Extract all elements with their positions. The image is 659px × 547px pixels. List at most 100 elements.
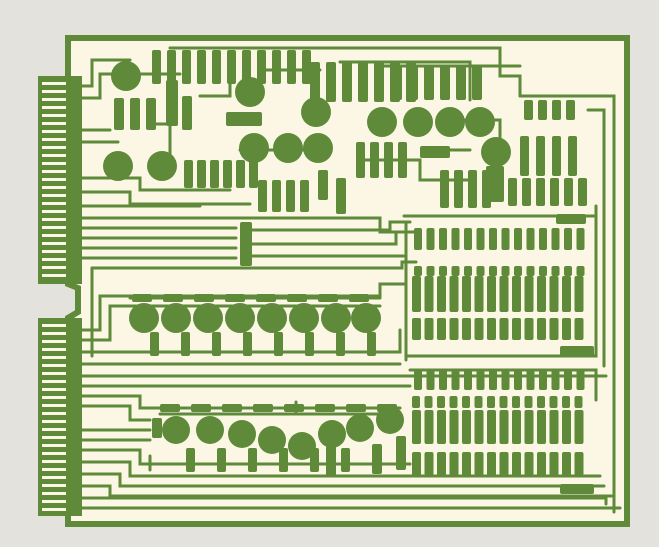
round-pad (346, 414, 374, 442)
pad (474, 318, 484, 340)
pad (454, 170, 463, 208)
round-pad (367, 107, 397, 137)
pad (257, 50, 266, 84)
connector-finger (42, 250, 66, 253)
pad (574, 318, 584, 340)
pad (150, 332, 159, 356)
pad (305, 332, 314, 356)
pad (524, 276, 534, 312)
pad (167, 50, 176, 84)
pad (487, 318, 496, 340)
pad (194, 294, 214, 302)
pad (408, 66, 418, 100)
pad (302, 50, 311, 84)
pad (130, 98, 140, 130)
connector-finger (42, 210, 66, 213)
trace (338, 60, 472, 102)
pad (249, 160, 258, 188)
pad (182, 96, 192, 130)
pad (539, 228, 547, 250)
connector-finger (42, 114, 66, 117)
pad (462, 396, 470, 408)
pad (537, 410, 546, 444)
connector-finger (42, 90, 66, 93)
round-pads (103, 61, 511, 460)
connector-finger (42, 324, 66, 327)
connector-finger (42, 356, 66, 359)
connector-finger (42, 348, 66, 351)
pad (539, 370, 547, 390)
pad (451, 228, 460, 250)
pad (356, 142, 365, 178)
pad (514, 370, 522, 390)
pad (524, 452, 534, 476)
round-pad (147, 151, 177, 181)
trace (404, 204, 598, 358)
pad (499, 318, 509, 340)
connector-finger (42, 258, 66, 261)
pad (512, 452, 521, 476)
pad (524, 396, 533, 408)
trace (586, 108, 606, 368)
pad (562, 318, 571, 340)
pad (501, 266, 510, 276)
pad (412, 410, 421, 444)
pad (212, 332, 221, 356)
pad (420, 146, 450, 158)
round-pad (239, 133, 269, 163)
pad (424, 66, 434, 100)
pad (549, 318, 559, 340)
round-pad (258, 426, 286, 454)
connector-finger (42, 194, 66, 197)
pad (576, 228, 585, 250)
pad (424, 410, 434, 444)
connector-finger (42, 492, 66, 495)
pad (426, 228, 435, 250)
pad (489, 228, 497, 250)
round-pad (289, 303, 319, 333)
connector-fingers-top (42, 82, 66, 277)
connector-finger (42, 460, 66, 463)
pad (564, 266, 572, 276)
round-pad (273, 133, 303, 163)
pad (225, 294, 245, 302)
pad (163, 294, 183, 302)
pad (464, 266, 472, 276)
round-pad (481, 137, 511, 167)
pad (487, 396, 495, 408)
round-pad (376, 406, 404, 434)
pad (560, 346, 594, 356)
pad (472, 66, 482, 100)
pad (342, 62, 352, 102)
pad (242, 50, 251, 84)
pad (358, 62, 368, 102)
pad (318, 294, 338, 302)
pad (522, 178, 531, 206)
connector-finger (42, 500, 66, 503)
round-pad (403, 107, 433, 137)
connector-finger (42, 340, 66, 343)
pad (487, 452, 496, 476)
pad (449, 396, 458, 408)
round-pad (301, 97, 331, 127)
pad (549, 276, 559, 312)
connector-finger (42, 162, 66, 165)
pad (349, 294, 369, 302)
pad (526, 228, 535, 250)
pad (440, 66, 450, 100)
pad (287, 294, 307, 302)
pad (526, 370, 535, 390)
round-pad (228, 420, 256, 448)
pad (574, 410, 584, 444)
pad (374, 62, 384, 102)
pad (449, 318, 459, 340)
pad (412, 396, 420, 408)
connector-finger (42, 242, 66, 245)
round-pad (162, 416, 190, 444)
round-pad (351, 303, 381, 333)
connector-finger (42, 122, 66, 125)
pad (272, 180, 281, 212)
trace (78, 484, 614, 498)
pad (279, 448, 288, 472)
